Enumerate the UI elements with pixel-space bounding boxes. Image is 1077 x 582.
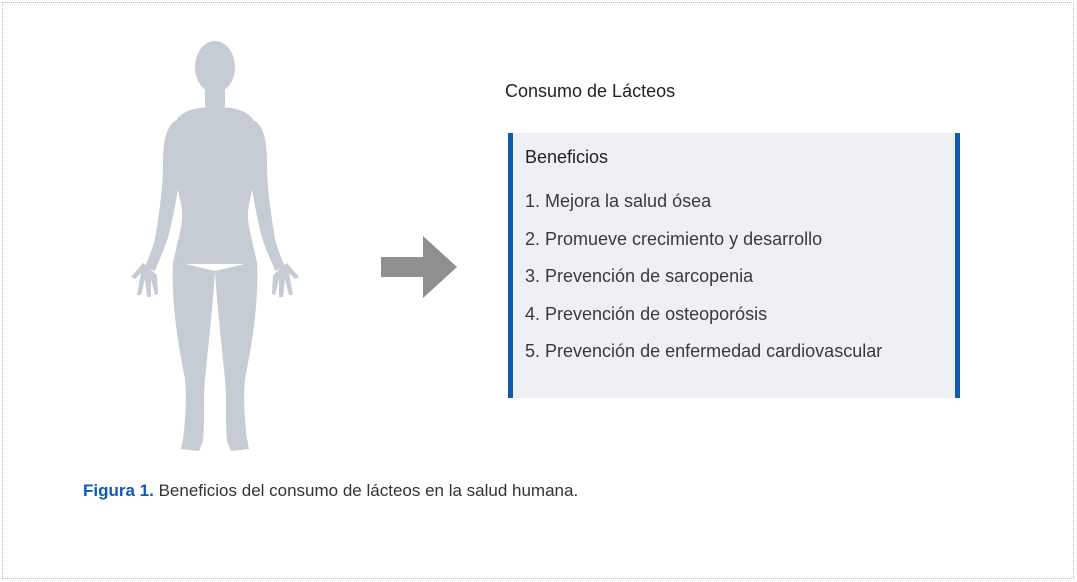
human-silhouette-icon	[131, 41, 299, 451]
benefit-item: 1. Mejora la salud ósea	[525, 191, 712, 211]
benefits-list: 1. Mejora la salud ósea 2. Promueve crec…	[525, 191, 882, 379]
benefit-item: 3. Prevención de sarcopenia	[525, 266, 754, 286]
benefit-item: 5. Prevención de enfermedad cardiovascul…	[525, 341, 883, 361]
benefit-item: 4. Prevención de osteoporósis	[525, 303, 768, 324]
benefit-item: 2. Promueve crecimiento y desarrollo	[525, 228, 823, 249]
benefits-box: Beneficios 1. Mejora la salud ósea 2. Pr…	[508, 133, 960, 398]
benefits-heading: Beneficios	[525, 147, 609, 167]
diagram-title: Consumo de Lácteos	[505, 81, 676, 101]
figure-caption: Figura 1. Beneficios del consumo de láct…	[83, 481, 578, 501]
arrow-right-icon	[381, 236, 457, 298]
caption-label: Figura 1.	[83, 481, 154, 500]
caption-text: Beneficios del consumo de lácteos en la …	[153, 481, 579, 500]
